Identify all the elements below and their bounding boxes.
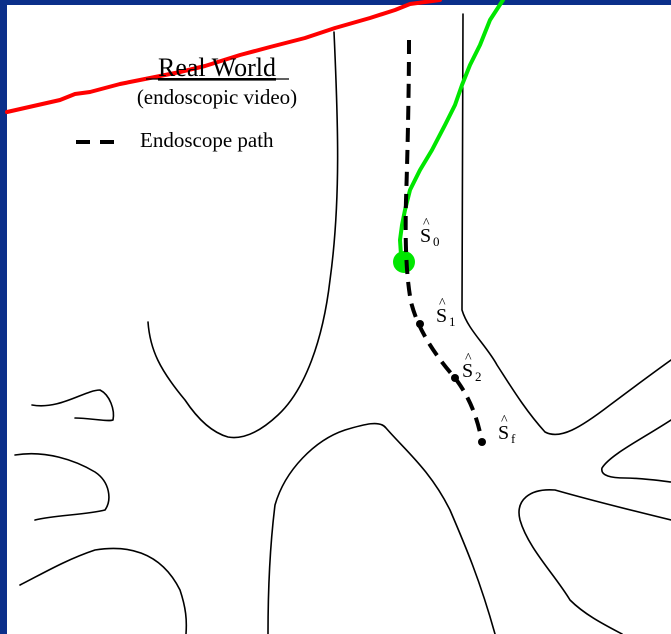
state-s0-subscript: 0 [433, 234, 440, 249]
green-current-position-dot [393, 251, 415, 273]
state-s0-symbol: S [420, 225, 431, 247]
legend-subtitle: (endoscopic video) [137, 85, 297, 109]
state-s1-symbol: S [436, 305, 447, 327]
legend-path-label: Endoscope path [140, 128, 274, 152]
state-s1-marker [416, 320, 424, 328]
diagram-background [7, 5, 671, 634]
state-s1-subscript: 1 [449, 314, 456, 329]
state-sf-marker [478, 438, 486, 446]
state-sf-subscript: f [511, 431, 516, 446]
state-s2-symbol: S [462, 360, 473, 382]
state-s2-marker [451, 374, 459, 382]
state-s2-subscript: 2 [475, 369, 482, 384]
state-sf-symbol: S [498, 422, 509, 444]
legend-title: Real World [158, 53, 276, 82]
